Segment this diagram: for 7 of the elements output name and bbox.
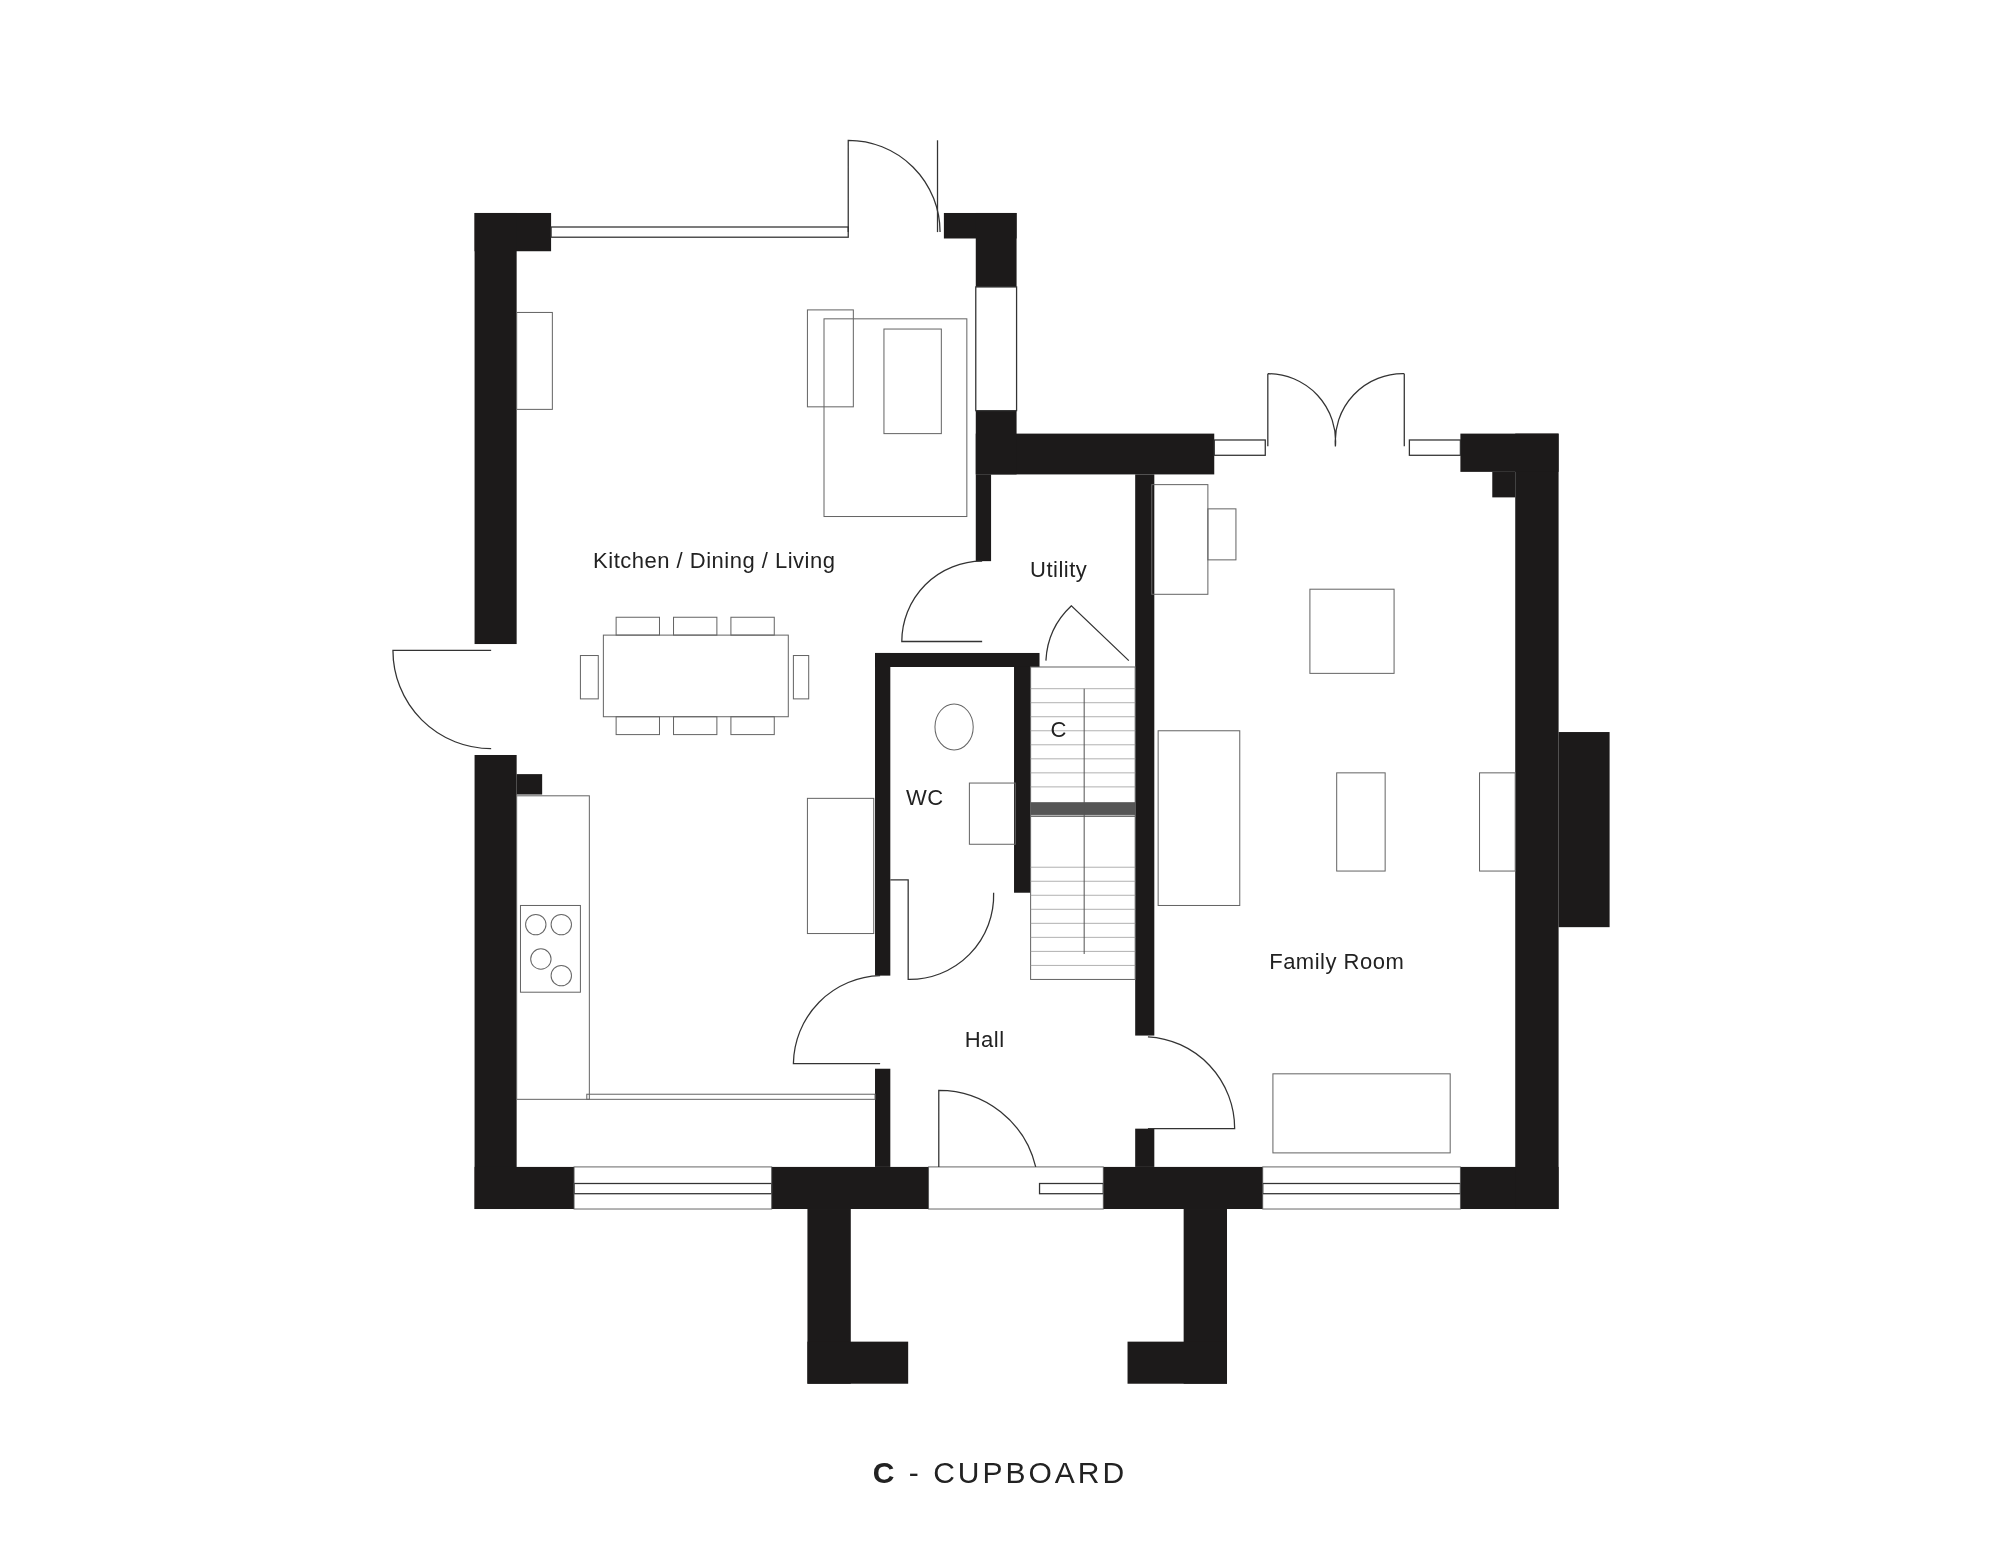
room-label: Kitchen / Dining / Living [593, 548, 836, 575]
room-label: Hall [964, 1026, 1005, 1053]
room-label: WC [905, 785, 944, 812]
room-label: C [1050, 716, 1067, 743]
caption: C - CUPBOARD [872, 1456, 1128, 1491]
room-label: Family Room [1269, 948, 1405, 975]
room-label: Utility [1030, 557, 1088, 584]
